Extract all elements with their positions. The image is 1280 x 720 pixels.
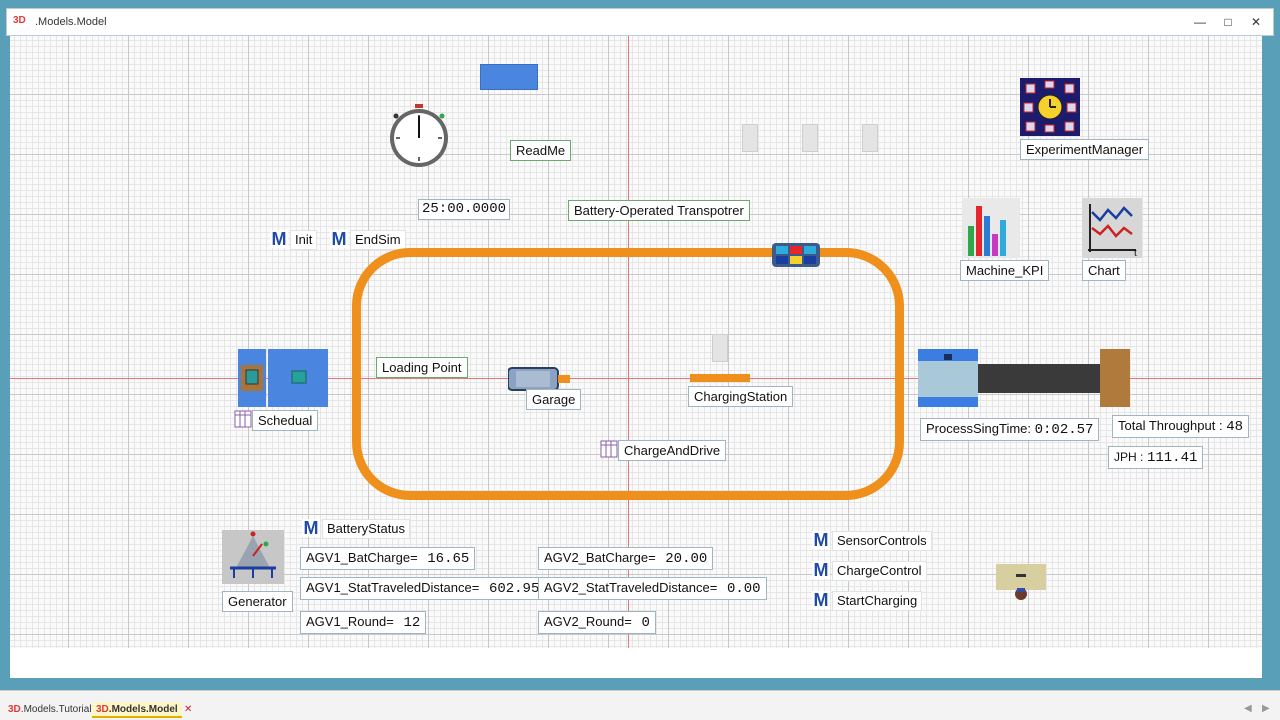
worker-icon[interactable] (996, 564, 1046, 602)
agv1-round-value: 12 (403, 615, 421, 631)
tab-scroll-right-icon[interactable]: ▶ (1262, 703, 1270, 714)
origin-axis-vertical (628, 36, 629, 648)
agv2-traveled-distance-variable[interactable]: AGV2_StatTraveledDistance= 0.00 (538, 577, 767, 600)
agv1-traveled-distance-label: AGV1_StatTraveledDistance= (306, 580, 480, 595)
chart-label[interactable]: Chart (1082, 260, 1126, 281)
schedual-source-icon[interactable] (238, 349, 328, 407)
agv1-traveled-distance-value: 602.95 (488, 581, 540, 597)
tab-3d-prefix: 3D (8, 704, 21, 715)
generator-label[interactable]: Generator (222, 591, 293, 612)
endsim-method-icon[interactable]: M (330, 229, 348, 249)
window-title: .Models.Model (35, 16, 107, 28)
agv1-round-label: AGV1_Round= (306, 614, 394, 629)
title-bar[interactable]: 3D .Models.Model — □ ✕ (6, 8, 1274, 36)
experiment-manager-icon[interactable] (1020, 78, 1080, 136)
loading-point-label[interactable]: Loading Point (376, 357, 468, 378)
agv1-batcharge-value: 16.65 (427, 551, 470, 567)
agv-transporter-icon[interactable] (772, 243, 820, 267)
agv2-batcharge-variable[interactable]: AGV2_BatCharge= 20.00 (538, 547, 714, 570)
total-throughput-value: 48 (1226, 419, 1243, 435)
origin-axis-horizontal (10, 378, 1262, 379)
generator-icon[interactable] (222, 530, 284, 584)
processing-time-value: 0:02.57 (1034, 422, 1094, 438)
schedual-label[interactable]: Schedual (252, 410, 319, 431)
init-method-icon[interactable]: M (270, 229, 288, 249)
placeholder-block (862, 124, 878, 152)
experiment-manager-label[interactable]: ExperimentManager (1020, 139, 1150, 160)
tab-label: .Models.Tutorial (20, 704, 92, 715)
line-chart-icon[interactable]: t (1082, 198, 1142, 259)
start-charging-method-label[interactable]: StartCharging (832, 591, 923, 611)
tab-models-model[interactable]: 3D.Models.Model (92, 702, 182, 718)
processing-time-display: ProcessSingTime: 0:02.57 (920, 418, 1100, 441)
agv2-round-label: AGV2_Round= (544, 614, 632, 629)
agv1-batcharge-variable[interactable]: AGV1_BatCharge= 16.65 (300, 547, 476, 570)
table-icon (234, 410, 252, 428)
garage-icon[interactable] (507, 366, 570, 392)
maximize-button[interactable]: □ (1224, 15, 1232, 29)
svg-text:t: t (1134, 248, 1137, 258)
total-throughput-display: Total Throughput : 48 (1112, 415, 1249, 438)
charge-control-method-icon[interactable]: M (812, 560, 830, 580)
garage-label[interactable]: Garage (526, 389, 582, 410)
total-throughput-label: Total Throughput : (1118, 418, 1223, 433)
battery-transporter-label: Battery-Operated Transpotrer (568, 200, 750, 221)
battery-status-method-label[interactable]: BatteryStatus (322, 519, 411, 539)
endsim-method-label[interactable]: EndSim (350, 230, 406, 250)
battery-status-method-icon[interactable]: M (302, 518, 320, 538)
bar-chart-icon[interactable] (962, 198, 1020, 258)
agv2-batcharge-value: 20.00 (665, 551, 708, 567)
document-tab-bar: 3D.Models.Tutorial 3D.Models.Model ✕ ◀ ▶ (0, 690, 1280, 720)
tab-close-icon[interactable]: ✕ (184, 704, 193, 715)
window-frame: 3D .Models.Model — □ ✕ ReadMe (0, 0, 1280, 690)
machine-kpi-label[interactable]: Machine_KPI (960, 260, 1050, 281)
clock-time: 25:00.0000 (418, 199, 511, 220)
placeholder-block (742, 124, 758, 152)
placeholder-block (712, 334, 728, 362)
jph-display: JPH : 111.41 (1108, 446, 1204, 469)
stopwatch-icon[interactable] (388, 104, 450, 170)
agv1-traveled-distance-variable[interactable]: AGV1_StatTraveledDistance= 602.95 (300, 577, 546, 600)
table-icon (600, 440, 618, 458)
station-conveyor-drain-icon[interactable] (918, 349, 1130, 407)
tab-scroll-left-icon[interactable]: ◀ (1244, 703, 1252, 714)
charge-control-method-label[interactable]: ChargeControl (832, 561, 927, 581)
app-3d-icon: 3D (13, 15, 26, 26)
sensor-controls-method-label[interactable]: SensorControls (832, 531, 932, 551)
agv2-round-variable[interactable]: AGV2_Round= 0 (538, 611, 656, 634)
sensor-controls-method-icon[interactable]: M (812, 530, 830, 550)
readme-icon[interactable] (480, 64, 538, 90)
canvas-bottom-strip (10, 648, 1262, 678)
jph-value: 111.41 (1146, 450, 1198, 466)
init-method-label[interactable]: Init (290, 230, 318, 250)
agv1-round-variable[interactable]: AGV1_Round= 12 (300, 611, 427, 634)
agv2-traveled-distance-label: AGV2_StatTraveledDistance= (544, 580, 718, 595)
tab-models-tutorial[interactable]: 3D.Models.Tutorial (4, 702, 96, 718)
minimize-button[interactable]: — (1194, 15, 1206, 29)
model-canvas[interactable]: ReadMe 25:00.0000 Battery- (10, 36, 1262, 648)
agv2-batcharge-label: AGV2_BatCharge= (544, 550, 656, 565)
close-button[interactable]: ✕ (1250, 15, 1262, 29)
agv1-batcharge-label: AGV1_BatCharge= (306, 550, 418, 565)
charge-and-drive-label[interactable]: ChargeAndDrive (618, 440, 727, 461)
start-charging-method-icon[interactable]: M (812, 590, 830, 610)
jph-label: JPH : (1114, 450, 1144, 464)
agv2-round-value: 0 (641, 615, 650, 631)
readme-label[interactable]: ReadMe (510, 140, 572, 161)
agv-track[interactable] (352, 248, 904, 500)
tab-3d-prefix: 3D (96, 704, 109, 715)
charging-station-label[interactable]: ChargingStation (688, 386, 794, 407)
charging-station-track[interactable] (690, 374, 750, 382)
processing-time-label: ProcessSingTime: (926, 421, 1031, 436)
agv2-traveled-distance-value: 0.00 (726, 581, 761, 597)
placeholder-block (802, 124, 818, 152)
tab-label: .Models.Model (108, 704, 178, 715)
